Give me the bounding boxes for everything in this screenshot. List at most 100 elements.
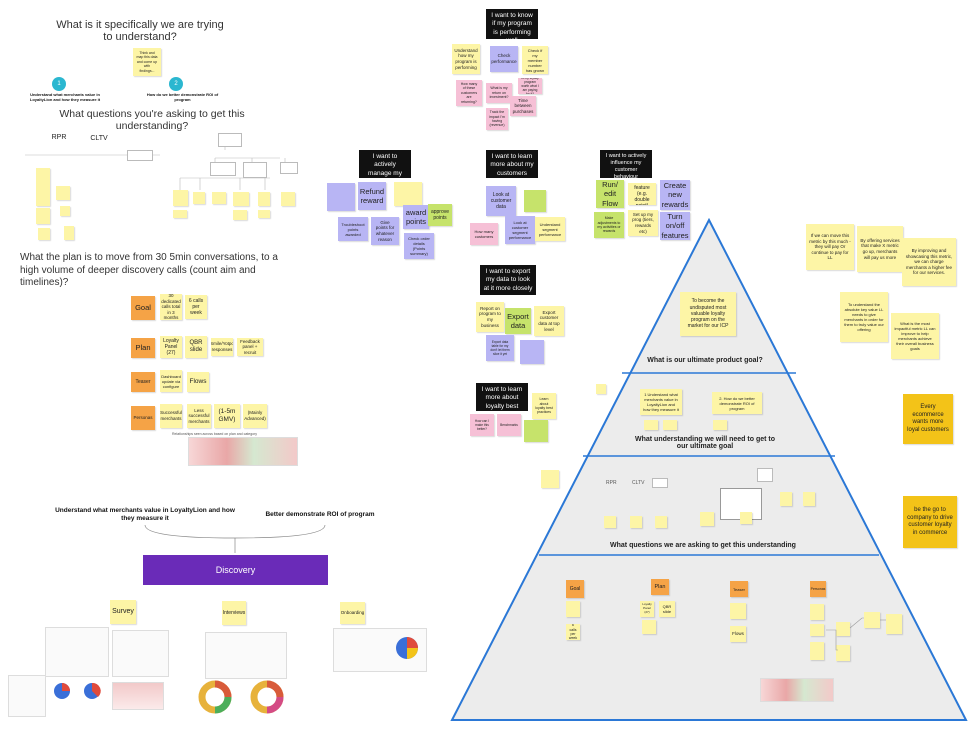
plan-personas-d[interactable]: (Mainly Advanced) — [243, 404, 267, 428]
perform-note-6[interactable]: What is my return on investment? — [486, 83, 512, 103]
pyramid-understand-note-1[interactable]: 1 Understand what merchants value in Loy… — [640, 389, 682, 415]
influence-setup-prog[interactable]: Set up my prog (tiers, rewards etc) — [628, 210, 658, 236]
right-note-pay[interactable]: If we can move this metric by this much … — [806, 224, 854, 270]
manage-check-order[interactable]: Check order details (Points summary) — [404, 233, 434, 259]
learn-understand-segment[interactable]: Understand segment performance — [535, 217, 565, 241]
export-report[interactable]: Report on program to my business — [476, 302, 504, 332]
best-note-2[interactable]: How can I make this better? — [470, 414, 494, 436]
learn-segment[interactable]: Look at customer segment performance — [505, 216, 535, 244]
stray-note-small[interactable] — [596, 384, 606, 394]
method-interviews[interactable]: Interviews — [222, 601, 246, 625]
export-data[interactable]: Export data — [505, 308, 531, 334]
pyramid-goal[interactable]: Goal — [566, 580, 584, 598]
discovery-banner[interactable]: Discovery — [143, 555, 328, 585]
best-note-3[interactable]: Benchmarks — [497, 414, 521, 436]
sticky-tree-1[interactable] — [36, 168, 50, 206]
sticky-tree-12[interactable] — [281, 192, 295, 206]
sticky-tree-5[interactable] — [38, 228, 50, 240]
header-influence[interactable]: I want to actively influence my customer… — [600, 150, 652, 180]
perform-note-1[interactable]: Understand how my program is performing — [452, 44, 480, 74]
pyramid-q-note-1[interactable] — [604, 516, 616, 528]
sticky-tree-7[interactable] — [173, 190, 188, 206]
pyramid-understand-mini-1[interactable] — [644, 420, 658, 430]
pyramid-teaser[interactable]: Teaser — [730, 581, 748, 597]
sticky-tree-11[interactable] — [258, 192, 270, 206]
pyramid-understand-mini-2[interactable] — [663, 420, 677, 430]
best-note-4[interactable] — [524, 420, 548, 442]
export-table[interactable]: Export data table for my don't let them … — [486, 335, 514, 361]
plan-plan-c[interactable]: Smile/Yotpo responses — [211, 338, 233, 356]
plan-plan-b[interactable]: QBR slide — [185, 336, 207, 358]
learn-how-many[interactable]: How many customers — [470, 223, 498, 245]
pyramid-persona-note-4[interactable] — [836, 622, 850, 636]
sticky-tree-15[interactable] — [258, 210, 270, 218]
plan-row-goal[interactable]: Goal — [131, 296, 155, 320]
plan-row-teaser[interactable]: Teaser — [131, 372, 155, 392]
manage-refund[interactable]: Refund reward — [358, 182, 386, 210]
plan-plan-a[interactable]: Loyalty Panel (27) — [160, 336, 182, 358]
sticky-tree-6[interactable] — [64, 226, 74, 240]
header-learn[interactable]: I want to learn more about my customers — [486, 150, 538, 178]
plan-goal-b[interactable]: 6 calls per week — [185, 295, 207, 319]
goal-loyal-customers[interactable]: Every ecommerce wants more loyal custome… — [903, 394, 953, 444]
influence-adjustments[interactable]: Make adjustments to my activities or rew… — [594, 212, 624, 238]
manage-approve[interactable]: approve points — [428, 204, 452, 226]
influence-turn-features[interactable]: Turn on/off features — [660, 212, 690, 240]
pyramid-teaser-flows[interactable]: Flows — [730, 626, 746, 642]
plan-personas-c[interactable]: (1-5m GMV) — [214, 404, 240, 428]
header-performing[interactable]: I want to know if my program is performi… — [486, 9, 538, 44]
influence-create-rewards[interactable]: Create new rewards — [660, 180, 690, 210]
manage-note-extra[interactable] — [394, 182, 422, 206]
pyramid-q-note-6[interactable] — [780, 492, 792, 506]
plan-teaser-b[interactable]: Flows — [187, 372, 209, 392]
plan-plan-d[interactable]: Feedback panel + recruit — [237, 338, 263, 356]
header-export[interactable]: I want to export my data to look at it m… — [480, 265, 536, 295]
manage-troubleshoot[interactable]: Troubleshoot points awarded — [338, 217, 368, 241]
best-note-1[interactable]: Learn about loyalty best practices — [532, 393, 556, 419]
perform-note-2[interactable]: Check performance — [490, 46, 518, 72]
sticky-tree-2[interactable] — [56, 186, 70, 200]
method-onboarding[interactable]: Onboarding — [340, 602, 365, 624]
pyramid-plan[interactable]: Plan — [651, 579, 669, 595]
plan-teaser-a[interactable]: Dashboard update via configure — [160, 370, 182, 392]
sticky-cltv[interactable]: CLTV — [84, 131, 114, 148]
right-note-offering[interactable]: By offering services that make X metric … — [857, 226, 903, 272]
method-survey[interactable]: Survey — [110, 600, 136, 624]
pyramid-ultimate-goal-note[interactable]: To become the undisputed most valuable l… — [680, 292, 736, 336]
perform-note-4[interactable]: How many of these customers are returnin… — [456, 80, 482, 106]
right-note-improving[interactable]: By improving and showcasing this metric,… — [902, 238, 956, 286]
pyramid-persona-note-1[interactable] — [810, 604, 824, 620]
pyramid-plan-note[interactable] — [642, 620, 656, 634]
pyramid-plan-qbr[interactable]: QBR slide — [659, 601, 675, 617]
pyramid-teaser-note[interactable] — [730, 603, 746, 619]
pyramid-understand-note-2[interactable]: 2. How do we better demonstrate ROI of p… — [712, 392, 762, 414]
pyramid-persona-note-6[interactable] — [864, 612, 880, 628]
pyramid-persona-note-3[interactable] — [810, 642, 824, 660]
influence-use-feature[interactable]: use feature (e.g. double point) — [628, 183, 656, 205]
pyramid-persona-note-7[interactable] — [886, 614, 902, 634]
perform-note-8[interactable]: Track the impact I'm having (revenue) — [486, 108, 508, 130]
learn-look-data[interactable]: Look at customer data — [486, 186, 516, 216]
sticky-tree-10[interactable] — [233, 192, 249, 206]
pyramid-personas[interactable]: Personas — [810, 581, 826, 597]
stray-note-left-pyramid[interactable] — [541, 470, 559, 488]
right-note-impactful[interactable]: What is the most impactful metric LL can… — [891, 313, 939, 359]
header-manage[interactable]: I want to actively manage my customers — [359, 150, 411, 185]
manage-award[interactable]: award points — [403, 205, 429, 229]
pyramid-q-note-3[interactable] — [655, 516, 667, 528]
plan-personas-b[interactable]: Less successful merchants — [187, 404, 211, 428]
perform-note-5[interactable]: Is my loyalty program worth what I am pa… — [518, 78, 542, 94]
export-customer-data[interactable]: Export customer data at top level — [534, 306, 564, 336]
perform-note-3[interactable]: Check if my member number has grown — [522, 46, 548, 74]
sticky-note-top[interactable]: Think and map this data and come up with… — [133, 48, 161, 76]
plan-goal-a[interactable]: 30 dedicated calls total in 3 months — [160, 294, 182, 320]
pyramid-plan-loyalty[interactable]: Loyalty Panel (27) — [640, 601, 654, 617]
sticky-tree-13[interactable] — [173, 210, 187, 218]
manage-give-points[interactable]: Give points for whatever reason — [371, 217, 399, 245]
export-extra[interactable] — [520, 340, 544, 364]
sticky-rpr[interactable]: RPR — [43, 128, 75, 148]
plan-row-personas[interactable]: Personas — [131, 406, 155, 430]
pyramid-q-note-4[interactable] — [700, 512, 714, 526]
plan-row-plan[interactable]: Plan — [131, 338, 155, 358]
pyramid-goal-note[interactable] — [566, 601, 580, 617]
